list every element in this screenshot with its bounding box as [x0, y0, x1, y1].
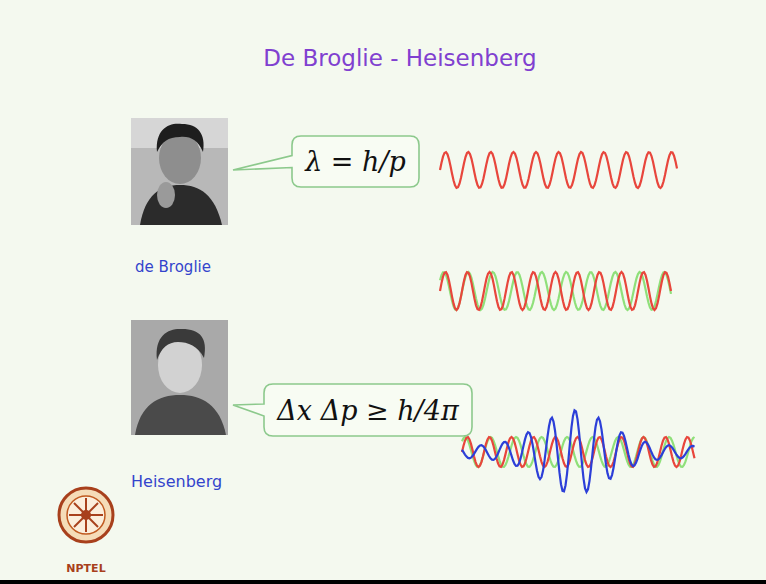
slide-title: De Broglie - Heisenberg [263, 45, 536, 71]
equation: Δx Δp ≥ h/4π [277, 395, 458, 426]
bubble-border [233, 384, 472, 436]
wave-green [462, 437, 695, 467]
bottom-bar [0, 580, 766, 584]
wave-red [440, 152, 677, 188]
photo-hair [157, 124, 204, 152]
equation: λ = h/p [305, 146, 406, 177]
wave-green [440, 272, 671, 310]
person-name: Heisenberg [131, 472, 222, 491]
photo-hair [157, 329, 205, 360]
photo-ground [131, 118, 228, 225]
speech-bubble: λ = h/p [291, 135, 420, 188]
logo-spokes [69, 498, 103, 532]
logo-inner [67, 496, 105, 534]
logo-ring [59, 488, 113, 542]
speech-bubble: Δx Δp ≥ h/4π [263, 383, 473, 437]
person-name: de Broglie [135, 258, 211, 276]
wave-packet [462, 410, 695, 492]
heisenberg-photo [131, 320, 228, 435]
nptel-logo [59, 488, 113, 542]
photo-body [140, 185, 222, 225]
wave-red [462, 437, 695, 467]
logo-hub [81, 510, 91, 520]
photo-hand [157, 182, 175, 208]
wave-red [440, 272, 671, 310]
wave-plots [440, 152, 695, 492]
bubble-border [233, 136, 419, 187]
logo-text: NPTEL [66, 562, 105, 575]
de-broglie-photo [131, 118, 228, 225]
photo-ground [131, 320, 228, 435]
photo-body [135, 395, 226, 435]
